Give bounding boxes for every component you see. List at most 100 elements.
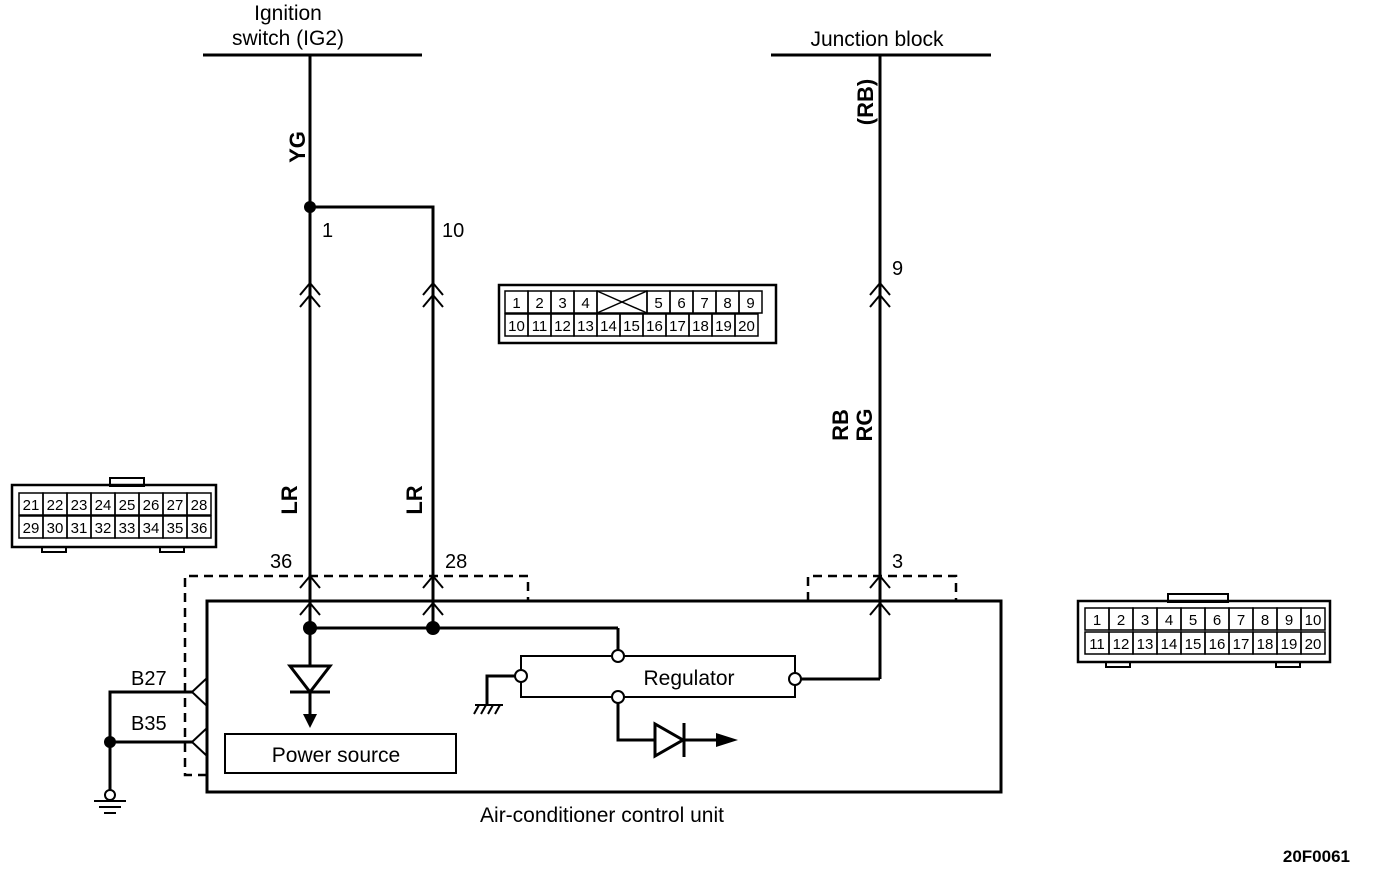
- connector-top-pin-number: 13: [577, 318, 594, 335]
- connector-top-pin-number: 16: [646, 318, 663, 335]
- chevrons-pin-1: [299, 281, 321, 308]
- chevrons-pin-10: [422, 281, 444, 308]
- wire-code-lr-left: LR: [277, 485, 302, 514]
- connector-outline-left: [183, 574, 530, 777]
- wire-b27: [108, 690, 192, 790]
- chassis-ground-icon: [473, 704, 503, 715]
- wire-code-rg: RG: [852, 409, 877, 442]
- connector-right-pin-number: 10: [1305, 612, 1322, 629]
- connector-left-pin-number: 30: [47, 520, 64, 537]
- power-source-label: Power source: [272, 744, 400, 767]
- connector-right-pin-number: 5: [1189, 612, 1197, 629]
- connector-right-pin-number: 16: [1209, 636, 1226, 653]
- connector-top-pin-number: 20: [738, 318, 755, 335]
- connector-top-pin-number: 19: [715, 318, 732, 335]
- connector-right-pin-number: 2: [1117, 612, 1125, 629]
- wire-code-rb: RB: [828, 409, 853, 441]
- connector-left-cell: [186, 515, 212, 539]
- pin-label-36: 36: [270, 551, 292, 573]
- wire-code-lr-right: LR: [402, 485, 427, 514]
- body-ground-icon: [94, 789, 126, 814]
- connector-right-pin-number: 20: [1305, 636, 1322, 653]
- connector-top-pin-number: 10: [508, 318, 525, 335]
- connector-left-pin-number: 34: [143, 520, 160, 537]
- connector-left-pin-number: 23: [71, 497, 88, 514]
- connector-right-pin-number: 19: [1281, 636, 1298, 653]
- connector-left-pin-number: 27: [167, 497, 184, 514]
- pin-label-b27: B27: [131, 668, 167, 690]
- connector-left-pin-number: 26: [143, 497, 160, 514]
- splice-dot-ground: [104, 736, 116, 748]
- connector-right-pin-number: 14: [1161, 636, 1178, 653]
- connector-top-pin-number: 3: [558, 295, 566, 312]
- connector-right-pin-number: 8: [1261, 612, 1269, 629]
- connector-left-pin-number: 33: [119, 520, 136, 537]
- connector-left-pin-number: 21: [23, 497, 40, 514]
- connector-outline-right: [806, 574, 958, 601]
- control-unit-label: Air-conditioner control unit: [480, 804, 724, 827]
- connector-right-pin-number: 1: [1093, 612, 1101, 629]
- wire-branch-10: [310, 205, 435, 628]
- splice-dot-top: [304, 201, 316, 213]
- splice-dot-28: [426, 621, 440, 635]
- connector-left-cell: [186, 492, 212, 516]
- connector-top-pin-number: 1: [512, 295, 520, 312]
- pin-label-9: 9: [892, 258, 903, 280]
- figure-code: 20F0061: [1283, 847, 1350, 866]
- ignition-label-line1: Ignition: [254, 2, 322, 25]
- pin-label-3: 3: [892, 551, 903, 573]
- connector-top-pin-number: 14: [600, 318, 617, 335]
- connector-left-pin-number: 24: [95, 497, 112, 514]
- connector-top-cell: [738, 290, 763, 314]
- regulator-terminal-top: [611, 649, 625, 663]
- connector-right-pin-number: 6: [1213, 612, 1221, 629]
- regulator-label: Regulator: [643, 667, 734, 690]
- connector-right-pin-number: 13: [1137, 636, 1154, 653]
- connector-top-pin-number: 5: [654, 295, 662, 312]
- connector-right-pin-number: 15: [1185, 636, 1202, 653]
- connector-left-pin-number: 35: [167, 520, 184, 537]
- connector-right-pin-number: 18: [1257, 636, 1274, 653]
- connector-top-pin-number: 11: [532, 318, 548, 335]
- pin-label-b35: B35: [131, 713, 167, 735]
- control-unit-box: [205, 599, 1003, 794]
- connector-right-pin-number: 11: [1089, 636, 1105, 653]
- connector-left-pin-number: 28: [191, 497, 208, 514]
- ignition-label-line2: switch (IG2): [232, 27, 344, 50]
- connector-top-pin-number: 6: [677, 295, 685, 312]
- pin-label-1: 1: [322, 220, 333, 242]
- pin-label-10: 10: [442, 220, 464, 242]
- arrow-down-icon: [303, 714, 317, 728]
- connector-right-cell: [1300, 607, 1326, 631]
- connector-top-pin-number: 7: [700, 295, 708, 312]
- output-diode-icon: [653, 721, 687, 759]
- connector-left-pin-number: 22: [47, 497, 64, 514]
- connector-top-pin-number: 4: [581, 295, 589, 312]
- connector-left-pin-number: 32: [95, 520, 112, 537]
- regulator-terminal-right: [788, 672, 802, 686]
- chevrons-pin-9: [869, 281, 891, 308]
- connector-top-pin-number: 17: [669, 318, 686, 335]
- connector-top-pin-number: 12: [554, 318, 571, 335]
- connector-top-pin-number: 15: [623, 318, 640, 335]
- wire-regulator-output: [616, 703, 655, 742]
- connector-right-pin-number: 12: [1113, 636, 1130, 653]
- connector-top-pin-number: 2: [535, 295, 543, 312]
- wire-code-yg: YG: [285, 131, 310, 163]
- connector-right-pin-number: 4: [1165, 612, 1173, 629]
- connector-top-pin-number: 9: [746, 295, 754, 312]
- connector-top-pin-number: 18: [692, 318, 709, 335]
- terminal-b35-symbol: [190, 727, 208, 757]
- connector-left-pin-number: 36: [191, 520, 208, 537]
- terminal-b27-symbol: [190, 677, 208, 707]
- connector-top-pin-number: 8: [723, 295, 731, 312]
- arrow-right-icon: [716, 733, 738, 747]
- connector-right-pin-number: 3: [1141, 612, 1149, 629]
- diode-icon: [286, 664, 334, 695]
- pin-label-28: 28: [445, 551, 467, 573]
- junction-block-label: Junction block: [810, 28, 944, 51]
